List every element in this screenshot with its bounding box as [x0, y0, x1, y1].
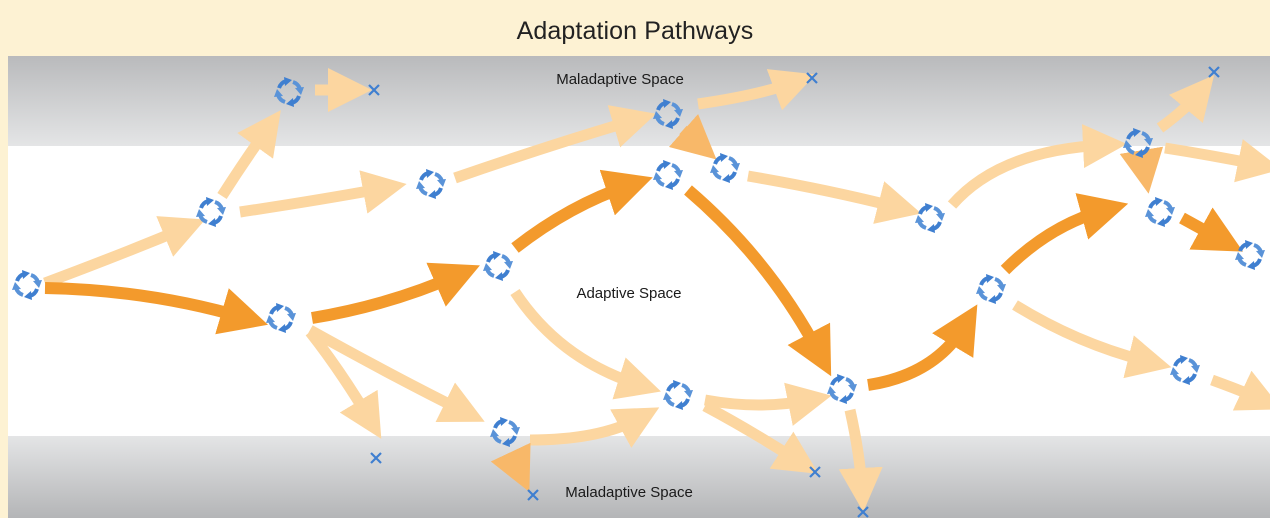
maladaptive-band-bottom: [8, 436, 1270, 518]
arrow: [529, 407, 660, 448]
arrow: [307, 325, 485, 423]
arrow: [510, 288, 661, 400]
arrow: [1012, 300, 1172, 379]
arrow: [44, 282, 269, 335]
light-pathways: [43, 68, 1270, 512]
title-bar: Adaptation Pathways: [0, 0, 1270, 56]
maladaptive-space-bottom-label: Maladaptive Space: [565, 484, 693, 501]
arrow: [1210, 370, 1270, 411]
arrow: [217, 110, 281, 199]
arrow: [305, 328, 382, 439]
medium-pathways: [490, 113, 1164, 492]
maladaptive-band-top: [8, 56, 1270, 146]
arrow: [490, 442, 531, 492]
arrow: [704, 382, 832, 426]
arrow: [311, 262, 480, 324]
maladaptive-space-top-label: Maladaptive Space: [556, 71, 684, 88]
arrow: [668, 113, 717, 160]
arrow: [511, 169, 653, 253]
arrow: [1119, 146, 1164, 194]
arrow: [1000, 193, 1129, 275]
arrow: [1156, 75, 1215, 133]
arrow: [947, 124, 1127, 209]
strong-pathways: [44, 169, 1244, 391]
arrow: [453, 105, 657, 184]
diagram-canvas: Maladaptive Space Adaptive Space Maladap…: [8, 56, 1270, 518]
adaptive-space-label: Adaptive Space: [576, 285, 681, 302]
arrow: [747, 170, 922, 224]
diagram-title: Adaptation Pathways: [516, 16, 754, 45]
arrow: [239, 170, 407, 218]
arrow: [697, 69, 816, 111]
arrow: [43, 216, 206, 289]
arrow: [1179, 207, 1244, 252]
arrow: [1164, 139, 1270, 183]
adaptation-pathways-diagram: Maladaptive Space Adaptive Space Maladap…: [0, 56, 1270, 518]
arrow: [838, 408, 883, 512]
arrow: [867, 304, 978, 391]
arrow: [702, 401, 819, 474]
arrow: [684, 185, 832, 377]
